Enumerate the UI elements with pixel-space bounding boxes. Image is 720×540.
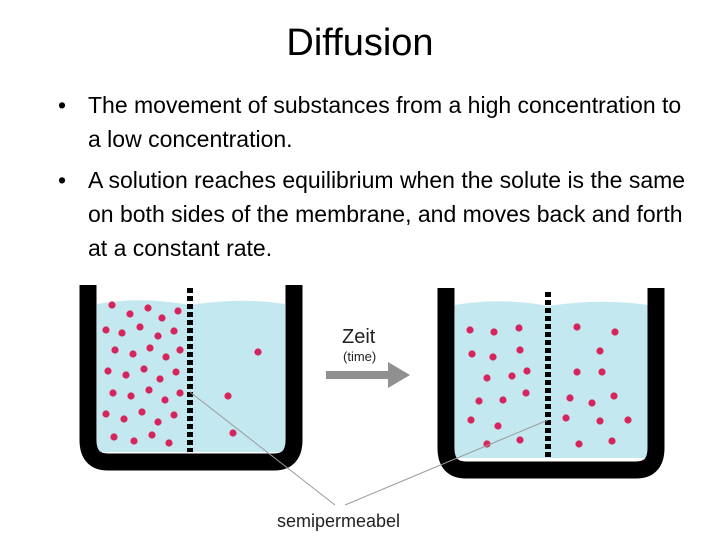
bullet-item: A solution reaches equilibrium when the … (58, 163, 698, 265)
solute-particle (588, 399, 596, 407)
solute-particle (102, 410, 110, 418)
solute-particle (475, 397, 483, 405)
membrane-label: semipermeabel (277, 511, 400, 531)
solute-particle (490, 328, 498, 336)
bullet-list: The movement of substances from a high c… (58, 88, 698, 272)
solute-particle (499, 396, 507, 404)
solute-particle (176, 389, 184, 397)
right-container-walls (437, 288, 665, 479)
arrow-label: Zeit (342, 326, 376, 348)
solute-particle (467, 416, 475, 424)
solute-particle (138, 408, 146, 416)
solute-particle (154, 332, 162, 340)
solute-particle (110, 433, 118, 441)
solute-particle (466, 326, 474, 334)
solute-particle (136, 323, 144, 331)
right-particles (466, 323, 632, 448)
solute-particle (154, 418, 162, 426)
solute-particle (111, 346, 119, 354)
bullet-item: The movement of substances from a high c… (58, 88, 698, 156)
solute-particle (523, 367, 531, 375)
solute-particle (129, 350, 137, 358)
solute-particle (162, 353, 170, 361)
membrane-pointer-line (344, 419, 549, 506)
solute-particle (489, 353, 497, 361)
solute-particle (494, 422, 502, 430)
solute-particle (127, 392, 135, 400)
solute-particle (575, 440, 583, 448)
membrane-pointer-line (189, 391, 336, 506)
arrow-head (388, 362, 410, 388)
solute-particle (161, 396, 169, 404)
solute-particle (118, 329, 126, 337)
solute-particle (573, 323, 581, 331)
solute-particle (144, 304, 152, 312)
time-arrow: Zeit (time) (326, 326, 410, 388)
solute-particle (176, 346, 184, 354)
solute-particle (109, 389, 117, 397)
solute-particle (611, 328, 619, 336)
solute-particle (104, 367, 112, 375)
solute-particle (174, 307, 182, 315)
solute-particle (596, 347, 604, 355)
left-container (79, 285, 303, 471)
solute-particle (165, 439, 173, 447)
solute-particle (130, 437, 138, 445)
solute-particle (102, 326, 110, 334)
solute-particle (483, 374, 491, 382)
solute-particle (573, 368, 581, 376)
solute-particle (145, 386, 153, 394)
solute-particle (254, 348, 262, 356)
solute-particle (562, 414, 570, 422)
solute-particle (158, 314, 166, 322)
solute-particle (598, 368, 606, 376)
solute-particle (468, 350, 476, 358)
solute-particle (172, 368, 180, 376)
solute-particle (516, 346, 524, 354)
arrow-sublabel: (time) (343, 349, 376, 364)
slide-title: Diffusion (286, 22, 434, 64)
solute-particle (566, 394, 574, 402)
solute-particle (229, 429, 237, 437)
solute-particle (122, 371, 130, 379)
left-container-walls (79, 285, 303, 471)
solute-particle (156, 375, 164, 383)
solute-particle (148, 431, 156, 439)
solute-particle (120, 415, 128, 423)
solute-particle (624, 416, 632, 424)
solute-particle (515, 324, 523, 332)
solute-particle (170, 411, 178, 419)
solute-particle (146, 344, 154, 352)
solute-particle (516, 436, 524, 444)
solute-particle (140, 365, 148, 373)
right-container (437, 288, 665, 479)
solute-particle (170, 327, 178, 335)
left-particles (102, 301, 262, 447)
solute-particle (596, 417, 604, 425)
solute-particle (522, 389, 530, 397)
solute-particle (610, 392, 618, 400)
solute-particle (608, 437, 616, 445)
solute-particle (224, 392, 232, 400)
solute-particle (508, 372, 516, 380)
solute-particle (126, 310, 134, 318)
solute-particle (108, 301, 116, 309)
